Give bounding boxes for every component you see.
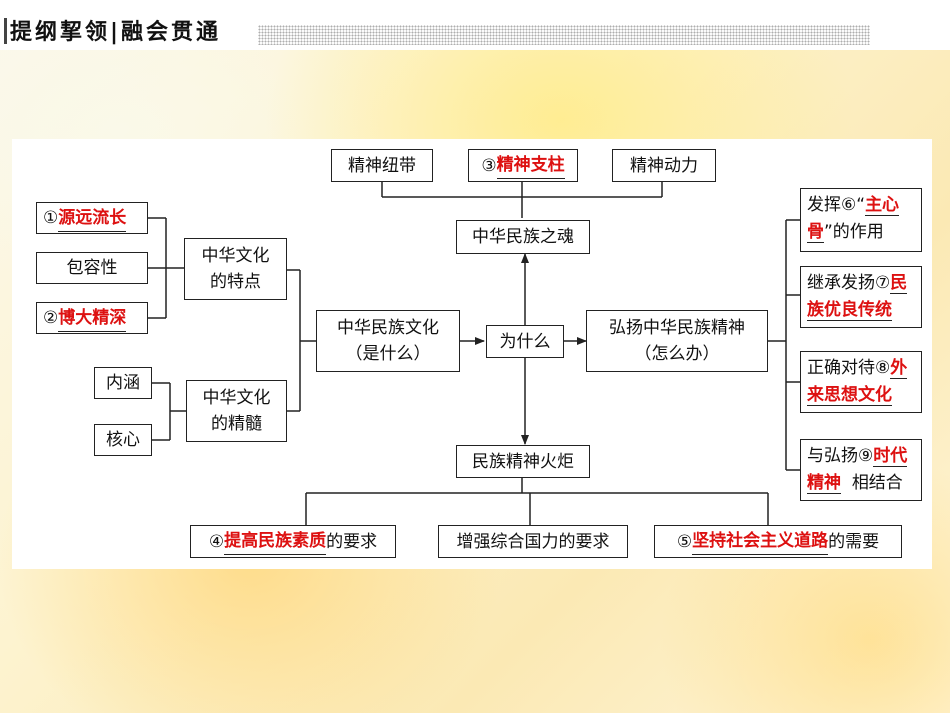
right-item-6-answer-part1: 主心: [865, 195, 900, 216]
right-item-7: 继承发扬⑦民 族优良传统: [800, 266, 922, 328]
node-promote-spirit: 弘扬中华民族精神 （怎么办）: [586, 310, 768, 372]
connector-essence-bracket: [152, 382, 186, 441]
essence-item-core-label: 核心: [106, 430, 140, 450]
node-spiritual-power-label: 精神动力: [630, 155, 698, 176]
bottom-node-strength: 增强综合国力的要求: [438, 525, 628, 558]
node-promote-spirit-line2: （怎么办）: [634, 344, 720, 364]
node-why-label: 为什么: [499, 331, 551, 352]
right-item-7-prefix: 继承发扬⑦: [807, 273, 891, 293]
bottom-node-5-number: ⑤: [676, 531, 693, 552]
node-national-soul-label: 中华民族之魂: [472, 227, 574, 247]
right-item-8-answer-part1: 外: [890, 358, 908, 379]
right-item-8-answer-part2: 来思想文化: [807, 385, 892, 406]
node-culture-features-line2: 的特点: [210, 272, 261, 292]
right-item-6-answer-part2: 骨: [807, 222, 824, 243]
right-item-9-answer-part2: 精神: [807, 473, 841, 494]
connector-features-bracket: [148, 217, 184, 319]
right-item-6-suffix: ”的作用: [824, 222, 884, 242]
connector-top-bracket: [381, 182, 663, 218]
node-national-culture-line1: 中华民族文化: [337, 318, 439, 338]
right-item-6: 发挥⑥“主心 骨”的作用: [800, 188, 922, 252]
node-national-soul: 中华民族之魂: [456, 220, 590, 254]
node-culture-features-line1: 中华文化: [201, 246, 270, 266]
header-dotted-strip: [258, 25, 870, 45]
right-item-9: 与弘扬⑨时代 精神 相结合: [800, 439, 922, 501]
header-title: 提纲挈领|融会贯通: [10, 20, 222, 45]
connector-bottom-bracket: [305, 478, 769, 525]
feature-item-3-answer: 博大精深: [58, 305, 127, 332]
node-promote-spirit-line1: 弘扬中华民族精神: [609, 318, 745, 338]
node-spiritual-bond: 精神纽带: [331, 149, 433, 182]
node-national-culture-line2: （是什么）: [345, 344, 431, 364]
feature-item-3-number: ②: [43, 308, 59, 328]
feature-item-2: 包容性: [36, 252, 148, 284]
connector-culture-bracket: [287, 269, 316, 412]
bottom-node-4-answer: 提高民族素质: [224, 528, 327, 555]
node-culture-essence-line2: 的精髓: [211, 414, 262, 434]
bottom-node-strength-label: 增强综合国力的要求: [456, 531, 610, 552]
essence-item-core: 核心: [94, 424, 152, 456]
essence-item-connotation: 内涵: [94, 367, 152, 399]
node-spiritual-power: 精神动力: [612, 149, 716, 182]
right-item-7-answer-part1: 民: [890, 273, 908, 294]
node-national-torch: 民族精神火炬: [456, 445, 590, 478]
node-spiritual-pillar-answer: 精神支柱: [496, 152, 565, 179]
right-item-8-prefix: 正确对待⑧: [807, 358, 891, 378]
node-national-culture: 中华民族文化 （是什么）: [316, 310, 460, 372]
node-national-torch-label: 民族精神火炬: [472, 451, 574, 472]
right-item-8: 正确对待⑧外 来思想文化: [800, 351, 922, 413]
essence-item-connotation-label: 内涵: [106, 373, 140, 393]
node-culture-features: 中华文化 的特点: [184, 238, 287, 300]
header-bar: 提纲挈领|融会贯通: [0, 0, 950, 50]
bottom-node-4-suffix: 的要求: [326, 531, 378, 552]
feature-item-1-answer: 源远流长: [58, 205, 127, 232]
diagram-panel: [12, 139, 932, 569]
bottom-node-5-suffix: 的需要: [828, 531, 880, 552]
node-culture-essence-line1: 中华文化: [202, 388, 271, 408]
connector-right-bracket: [768, 219, 800, 471]
node-culture-essence: 中华文化 的精髓: [186, 380, 287, 442]
feature-item-2-label: 包容性: [66, 258, 118, 278]
node-spiritual-bond-label: 精神纽带: [348, 155, 416, 176]
node-why: 为什么: [486, 325, 564, 358]
header-accent-bar: [4, 18, 7, 44]
bottom-node-4-number: ④: [208, 531, 225, 552]
node-spiritual-pillar-number: ③: [481, 155, 497, 176]
right-item-9-suffix: 相结合: [851, 473, 903, 493]
feature-item-1-number: ①: [43, 208, 59, 228]
right-item-9-prefix: 与弘扬⑨: [807, 446, 874, 466]
right-item-9-answer-part1: 时代: [873, 446, 908, 467]
bottom-node-5-answer: 坚持社会主义道路: [692, 528, 829, 555]
right-item-6-prefix: 发挥⑥“: [807, 195, 866, 215]
right-item-7-answer-part2: 族优良传统: [807, 300, 892, 321]
